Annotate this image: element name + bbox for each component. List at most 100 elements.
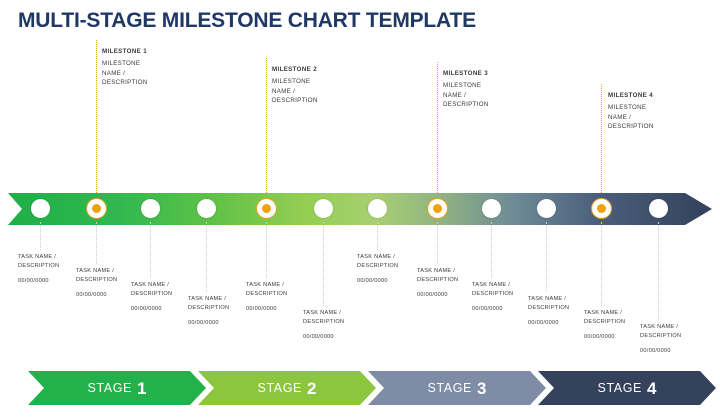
stage-chevron-shape — [198, 371, 376, 405]
task-node[interactable] — [140, 199, 160, 218]
task-label: TASK NAME /DESCRIPTION 00/00/0000 — [357, 253, 398, 284]
milestone-connector-3 — [437, 62, 438, 209]
milestone-description: MILESTONE NAME / DESCRIPTION — [608, 103, 654, 132]
task-name: TASK NAME / DESCRIPTION — [417, 267, 458, 285]
task-name: TASK NAME /DESCRIPTION — [18, 253, 59, 271]
task-leader-line — [546, 222, 547, 292]
milestone-connector-2 — [266, 58, 267, 209]
task-name: TASK NAME / DESCRIPTION — [584, 309, 625, 327]
stage-number: 1 — [136, 378, 147, 398]
task-name: TASK NAME / DESCRIPTION — [76, 267, 117, 285]
task-name: TASK NAME /DESCRIPTION — [357, 253, 398, 271]
milestone-heading: MILESTONE 4 — [608, 92, 653, 99]
milestone-connector-1 — [96, 40, 97, 209]
task-name-line: TASK NAME / — [246, 282, 285, 288]
milestone-description-line: DESCRIPTION — [608, 123, 654, 131]
milestone-node[interactable] — [86, 199, 106, 218]
task-name-line: TASK NAME / — [472, 282, 511, 288]
task-name-line: TASK NAME / — [188, 296, 227, 302]
stage-banner-1[interactable]: STAGE 1 — [28, 371, 206, 405]
stage-word: STAGE — [427, 381, 472, 395]
stage-chevron-shape — [538, 371, 716, 405]
task-name-line: DESCRIPTION — [76, 276, 118, 283]
task-name-line: DESCRIPTION — [357, 262, 399, 269]
milestone-description-line: MILESTONE — [272, 78, 311, 85]
task-name-line: DESCRIPTION — [640, 332, 682, 339]
task-node[interactable] — [648, 199, 668, 218]
task-name-line: DESCRIPTION — [528, 304, 570, 311]
task-node[interactable] — [481, 199, 501, 218]
task-date: 00/00/0000 — [417, 291, 448, 298]
task-date: 00/00/0000 — [18, 277, 49, 284]
stage-word: STAGE — [257, 381, 302, 395]
task-name-line: DESCRIPTION — [188, 304, 230, 311]
stage-chevron-shape — [368, 371, 546, 405]
task-name-line: TASK NAME / — [303, 310, 342, 316]
task-leader-line — [96, 222, 97, 264]
task-label: TASK NAME / DESCRIPTION 00/00/0000 — [584, 309, 625, 340]
stage-number: 4 — [646, 378, 657, 398]
milestone-description-line: NAME / — [272, 87, 296, 95]
milestone-node[interactable] — [591, 199, 611, 218]
task-date: 00/00/0000 — [472, 305, 503, 312]
task-node[interactable] — [313, 199, 333, 218]
task-date: 00/00/0000 — [584, 333, 615, 340]
task-name-line: DESCRIPTION — [417, 276, 459, 283]
task-leader-line — [40, 222, 41, 250]
task-name-line: TASK NAME / — [584, 310, 623, 316]
task-leader-line — [150, 222, 151, 278]
task-name: TASK NAME /DESCRIPTION — [472, 281, 513, 299]
milestone-description-line: DESCRIPTION — [102, 79, 148, 87]
task-label: TASK NAME /DESCRIPTION 00/00/0000 — [472, 281, 513, 312]
milestone-connector-4 — [601, 84, 602, 209]
task-date: 00/00/0000 — [76, 291, 107, 298]
milestone-description-line: MILESTONE — [608, 104, 647, 111]
task-name-line: DESCRIPTION — [18, 262, 60, 269]
task-name-line: TASK NAME / — [131, 282, 170, 288]
task-date: 00/00/0000 — [357, 277, 388, 284]
milestone-label-4: MILESTONE 4 MILESTONE NAME / DESCRIPTION — [608, 92, 654, 132]
task-node[interactable] — [30, 199, 50, 218]
page-title: MULTI-STAGE MILESTONE CHART TEMPLATE — [18, 9, 476, 32]
timeline-bar — [8, 193, 712, 225]
stage-word: STAGE — [87, 381, 132, 395]
milestone-heading: MILESTONE 2 — [272, 66, 317, 73]
milestone-description-line: DESCRIPTION — [443, 101, 489, 109]
milestone-node[interactable] — [427, 199, 447, 218]
task-date: 00/00/0000 — [303, 333, 334, 340]
task-date: 00/00/0000 — [528, 319, 559, 326]
task-name: TASK NAME /DESCRIPTION — [303, 309, 344, 327]
task-leader-line — [377, 222, 378, 250]
task-node[interactable] — [196, 199, 216, 218]
task-node[interactable] — [367, 199, 387, 218]
task-name-line: DESCRIPTION — [584, 318, 626, 325]
task-name-line: TASK NAME / — [417, 268, 456, 274]
task-name: TASK NAME / DESCRIPTION — [188, 295, 229, 313]
stage-label: STAGE 1 — [28, 371, 206, 405]
milestone-node[interactable] — [256, 199, 276, 218]
task-name: TASK NAME /DESCRIPTION — [246, 281, 287, 299]
task-leader-line — [491, 222, 492, 278]
task-label: TASK NAME /DESCRIPTION 00/00/0000 — [18, 253, 59, 284]
task-leader-line — [658, 222, 659, 320]
task-node[interactable] — [536, 199, 556, 218]
task-name-line: TASK NAME / — [76, 268, 115, 274]
task-label: TASK NAME /DESCRIPTION 00/00/0000 — [303, 309, 344, 340]
stage-chevron-shape — [28, 371, 206, 405]
task-date: 00/00/0000 — [188, 319, 219, 326]
milestone-description-line: NAME / — [608, 113, 632, 121]
milestone-heading: MILESTONE 3 — [443, 70, 488, 77]
